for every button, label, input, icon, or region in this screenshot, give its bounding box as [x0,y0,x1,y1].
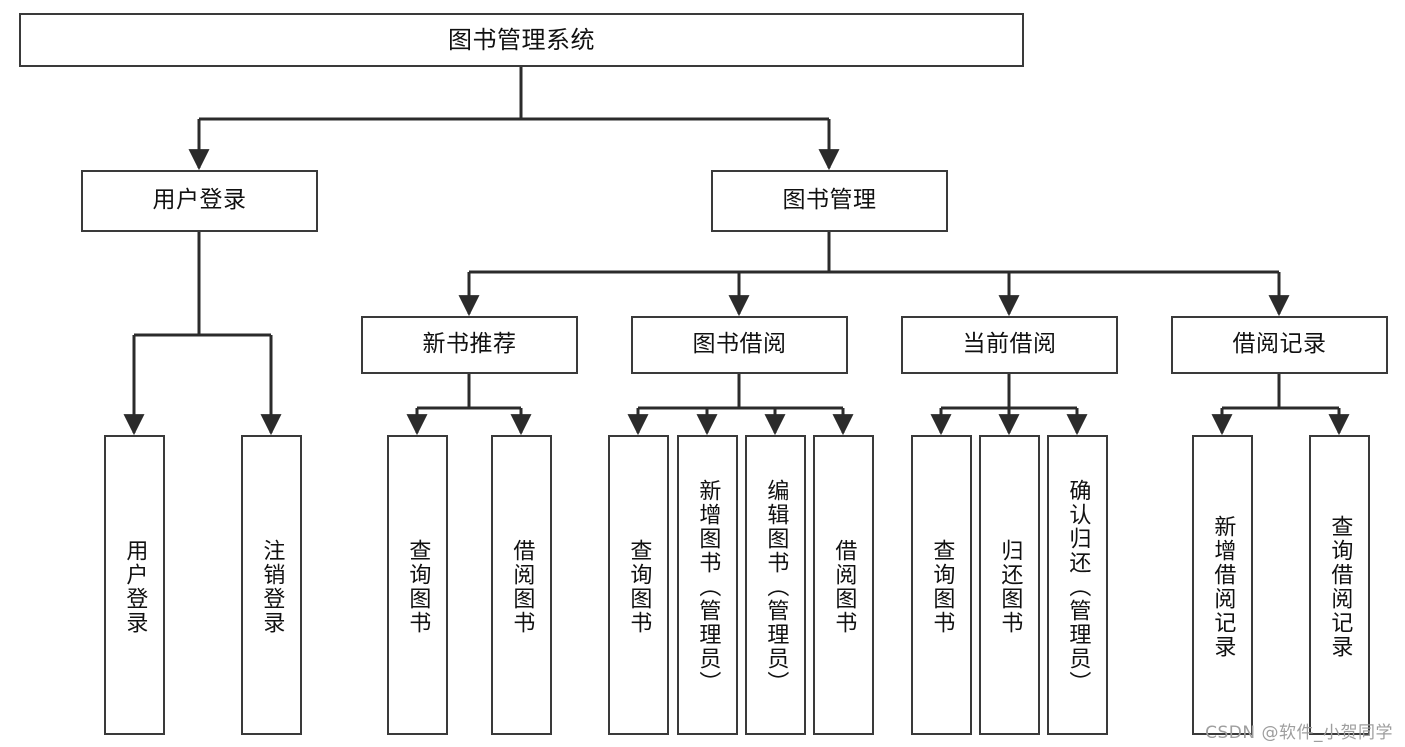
node-label: 新增图书（管理员） [695,479,721,695]
leaf-logout-login[interactable]: 注销登录 [241,435,302,735]
node-label: 用户登录 [122,539,148,635]
leaf-query-book-new[interactable]: 查询图书 [387,435,448,735]
node-new-book-recommend[interactable]: 新书推荐 [361,316,578,374]
node-current-borrow[interactable]: 当前借阅 [901,316,1118,374]
csdn-watermark: CSDN @软件_小贺同学 [1205,723,1393,743]
node-label: 注销登录 [259,539,285,635]
node-label: 图书管理系统 [448,25,595,54]
leaf-add-book-admin[interactable]: 新增图书（管理员） [677,435,738,735]
leaf-borrow-book[interactable]: 借阅图书 [813,435,874,735]
leaf-borrow-book-new[interactable]: 借阅图书 [491,435,552,735]
node-borrow-record[interactable]: 借阅记录 [1171,316,1388,374]
leaf-confirm-return-admin[interactable]: 确认归还（管理员） [1047,435,1108,735]
node-label: 归还图书 [997,539,1023,635]
leaf-user-login[interactable]: 用户登录 [104,435,165,735]
leaf-query-book-borrow[interactable]: 查询图书 [608,435,669,735]
leaf-add-borrow-record[interactable]: 新增借阅记录 [1192,435,1253,735]
node-label: 查询图书 [626,539,652,635]
node-book-borrow[interactable]: 图书借阅 [631,316,848,374]
node-label: 借阅图书 [831,539,857,635]
node-label: 图书管理 [782,187,877,214]
node-label: 查询图书 [929,539,955,635]
leaf-edit-book-admin[interactable]: 编辑图书（管理员） [745,435,806,735]
node-label: 用户登录 [152,187,247,214]
node-label: 新增借阅记录 [1210,515,1236,659]
leaf-return-book[interactable]: 归还图书 [979,435,1040,735]
node-label: 查询图书 [405,539,431,635]
node-user-login[interactable]: 用户登录 [81,170,318,232]
node-label: 新书推荐 [422,331,517,358]
node-book-management[interactable]: 图书管理 [711,170,948,232]
leaf-query-book-current[interactable]: 查询图书 [911,435,972,735]
node-label: 编辑图书（管理员） [763,479,789,695]
node-label: 图书借阅 [692,331,787,358]
node-label: 查询借阅记录 [1327,515,1353,659]
node-root-library-management-system[interactable]: 图书管理系统 [19,13,1024,67]
node-label: 当前借阅 [962,331,1057,358]
leaf-query-borrow-record[interactable]: 查询借阅记录 [1309,435,1370,735]
node-label: 借阅图书 [509,539,535,635]
node-label: 确认归还（管理员） [1065,479,1091,695]
node-label: 借阅记录 [1232,331,1327,358]
